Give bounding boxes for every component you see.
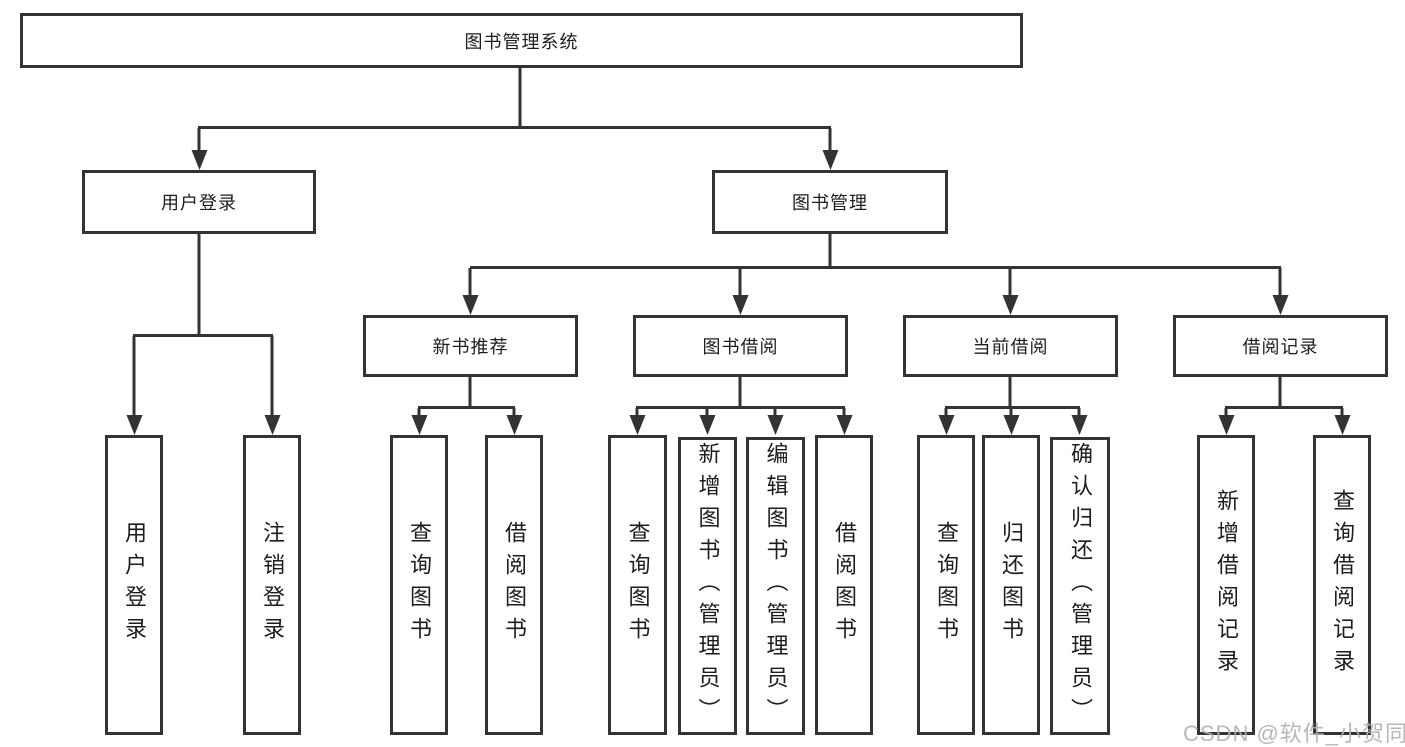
leaf-label: 用户登录: [122, 521, 147, 649]
node-current-borrowing: 当前借阅: [903, 315, 1118, 377]
node-label: 当前借阅: [972, 337, 1049, 357]
leaf-query-borrow-record: 查询借阅记录: [1313, 435, 1371, 735]
leaf-label: 借阅图书: [502, 521, 527, 649]
arrow-leaf-query-record: [1340, 408, 1344, 415]
connector-borrow-record-stub: [1278, 377, 1282, 408]
leaf-label: 查询图书: [934, 521, 959, 649]
leaf-label: 编辑图书（管理员）: [763, 442, 789, 730]
leaf-query-book-2: 查询图书: [608, 435, 667, 735]
connector-new-book-stub: [468, 377, 472, 408]
connector-level1-hline: [198, 126, 831, 129]
arrow-leaf-borrow-book-1: [512, 408, 516, 415]
leaf-edit-book-admin: 编辑图书（管理员）: [746, 437, 805, 735]
leaf-label: 注销登录: [260, 521, 285, 649]
arrow-to-user-login: [197, 128, 201, 150]
connector-book-mgmt-stub: [828, 234, 832, 268]
arrow-leaf-add-record: [1224, 408, 1228, 415]
arrow-leaf-borrow-book-2: [842, 408, 846, 415]
arrow-to-borrow-record: [1278, 268, 1282, 295]
leaf-logout: 注销登录: [243, 435, 301, 735]
node-label: 借阅记录: [1242, 337, 1319, 357]
node-label: 新书推荐: [432, 337, 509, 357]
arrow-to-book-borrow: [738, 268, 742, 295]
arrow-to-book-management: [828, 128, 832, 150]
node-label: 用户登录: [161, 193, 237, 213]
leaf-label: 查询图书: [407, 521, 432, 649]
arrow-leaf-edit-book: [773, 408, 777, 415]
connector-level2-hline: [470, 266, 1281, 269]
leaf-label: 查询图书: [625, 521, 651, 649]
node-book-management-branch: 图书管理: [712, 170, 948, 234]
leaf-return-book: 归还图书: [982, 435, 1040, 735]
arrow-leaf-return-book: [1009, 408, 1013, 415]
connector-current-borrow-stub: [1008, 377, 1012, 408]
node-book-borrowing: 图书借阅: [633, 315, 848, 377]
leaf-add-borrow-record: 新增借阅记录: [1197, 435, 1255, 735]
node-root-system: 图书管理系统: [20, 13, 1023, 68]
leaf-add-book-admin: 新增图书（管理员）: [678, 437, 737, 735]
leaf-label: 查询借阅记录: [1330, 489, 1355, 681]
leaf-label: 新增借阅记录: [1214, 489, 1239, 681]
leaf-label: 新增图书（管理员）: [695, 442, 721, 730]
leaf-query-book-3: 查询图书: [917, 435, 975, 735]
node-label: 图书管理系统: [464, 31, 579, 52]
node-label: 图书借阅: [702, 337, 779, 357]
leaf-borrow-book-2: 借阅图书: [815, 435, 873, 735]
connector-new-book-hline: [418, 406, 515, 409]
connector-book-borrow-hline: [636, 406, 845, 409]
leaf-query-book-1: 查询图书: [390, 435, 448, 735]
arrow-to-new-book: [468, 268, 472, 295]
node-borrowing-records: 借阅记录: [1173, 315, 1388, 377]
leaf-label: 归还图书: [999, 521, 1024, 649]
arrow-to-current-borrow: [1008, 268, 1012, 295]
node-user-login-branch: 用户登录: [82, 170, 316, 234]
arrow-leaf-add-book: [705, 408, 709, 415]
arrow-leaf-query-book-1: [417, 408, 421, 415]
arrow-leaf-query-book-2: [635, 408, 639, 415]
leaf-borrow-book-1: 借阅图书: [485, 435, 543, 735]
arrow-to-leaf-logout: [270, 336, 274, 415]
leaf-user-login: 用户登录: [105, 435, 163, 735]
node-new-book-recommend: 新书推荐: [363, 315, 578, 377]
connector-root-stub: [518, 68, 522, 128]
connector-book-borrow-stub: [738, 377, 742, 408]
leaf-label: 确认归还（管理员）: [1068, 442, 1093, 730]
arrow-to-leaf-user-login: [132, 336, 136, 415]
csdn-watermark: CSDN @软件_小贺同学: [1183, 721, 1405, 746]
connector-current-borrow-hline: [945, 406, 1080, 409]
leaf-confirm-return-admin: 确认归还（管理员）: [1050, 437, 1110, 735]
connector-borrow-record-hline: [1225, 406, 1343, 409]
arrow-leaf-query-book-3: [944, 408, 948, 415]
connector-user-login-stub: [197, 234, 201, 336]
leaf-label: 借阅图书: [832, 521, 857, 649]
node-label: 图书管理: [792, 193, 868, 213]
arrow-leaf-confirm-return: [1077, 408, 1081, 415]
connector-user-login-hline: [133, 334, 273, 337]
